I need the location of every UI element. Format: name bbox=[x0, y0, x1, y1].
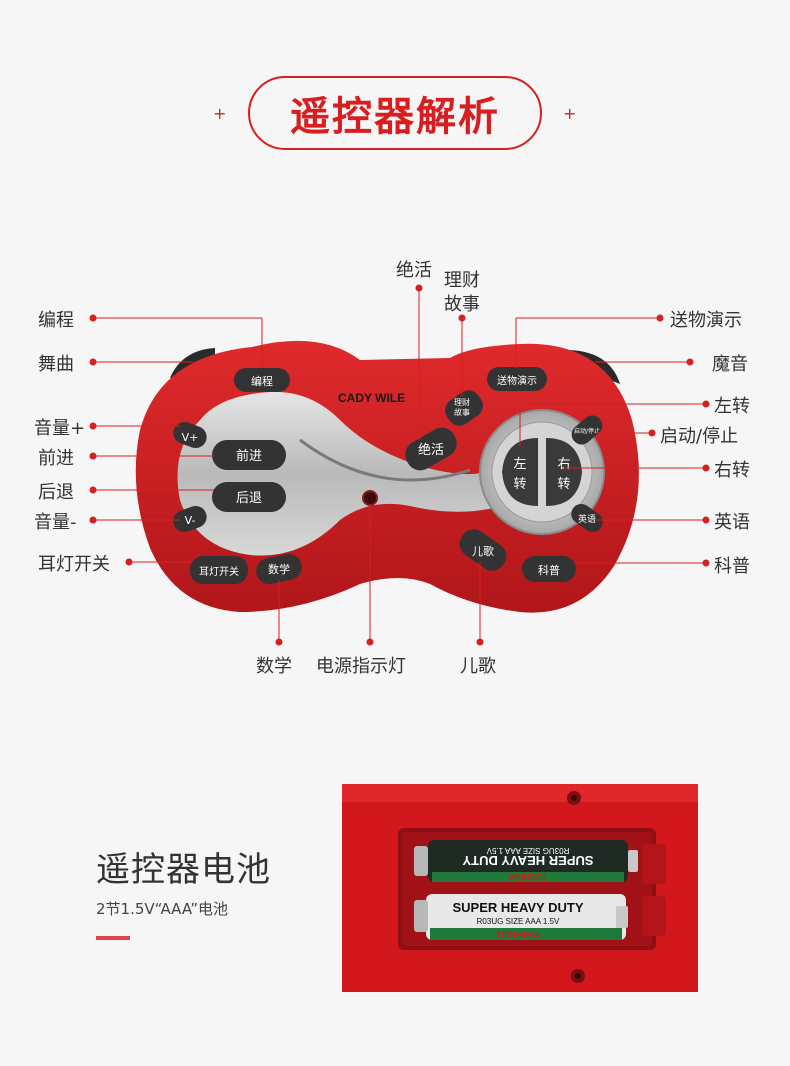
svg-text:转: 转 bbox=[557, 477, 570, 492]
nursery-button[interactable] bbox=[454, 524, 511, 576]
header-plus-left: + bbox=[213, 104, 227, 123]
callout-science: 科普 bbox=[714, 556, 750, 577]
svg-text:理财: 理财 bbox=[454, 397, 470, 407]
math-button[interactable] bbox=[254, 552, 304, 587]
svg-text:科普: 科普 bbox=[538, 563, 560, 577]
svg-text:左: 左 bbox=[513, 457, 526, 472]
backward-button[interactable] bbox=[212, 482, 286, 512]
header-pill: 遥控器解析 bbox=[248, 76, 542, 150]
callout-magic-sound: 魔音 bbox=[712, 354, 748, 375]
callout-forward: 前进 bbox=[38, 448, 74, 469]
callout-dance: 舞曲 bbox=[38, 354, 74, 375]
callout-nursery: 儿歌 bbox=[460, 656, 496, 677]
callout-math: 数学 bbox=[256, 656, 292, 677]
turn-right-button[interactable] bbox=[546, 438, 582, 506]
header-plus-right: + bbox=[563, 104, 577, 123]
callout-power-led: 电源指示灯 bbox=[316, 656, 406, 677]
battery-compartment-photo: SUPER HEAVY DUTY R03UG SIZE AAA 1.5V TOS… bbox=[342, 784, 698, 992]
send-demo-button[interactable] bbox=[487, 367, 547, 391]
svg-text:送物演示: 送物演示 bbox=[497, 374, 537, 387]
svg-text:后退: 后退 bbox=[236, 491, 262, 506]
callout-send-demo: 送物演示 bbox=[670, 310, 742, 331]
turn-left-button[interactable] bbox=[502, 438, 538, 506]
power-led bbox=[362, 490, 378, 506]
svg-text:SUPER HEAVY DUTY: SUPER HEAVY DUTY bbox=[462, 853, 593, 868]
svg-text:TOSHIBA: TOSHIBA bbox=[496, 930, 541, 941]
battery-title: 遥控器电池 bbox=[96, 850, 271, 890]
callout-finance-1: 理财 bbox=[444, 270, 480, 291]
callout-finance-2: 故事 bbox=[444, 294, 480, 315]
svg-text:绝活: 绝活 bbox=[418, 442, 444, 458]
svg-text:故事: 故事 bbox=[454, 407, 470, 417]
svg-text:转: 转 bbox=[513, 477, 526, 492]
svg-text:SUPER HEAVY DUTY: SUPER HEAVY DUTY bbox=[453, 900, 584, 915]
callout-turn-right: 右转 bbox=[714, 460, 750, 481]
program-button[interactable] bbox=[234, 368, 290, 392]
svg-text:儿歌: 儿歌 bbox=[472, 544, 494, 558]
callout-headlight: 耳灯开关 bbox=[38, 554, 110, 575]
battery-cell-2: SUPER HEAVY DUTY R03UG SIZE AAA 1.5V TOS… bbox=[414, 894, 628, 941]
battery-subtitle: 2节1.5V“AAA”电池 bbox=[96, 900, 229, 918]
callout-start-stop: 启动/停止 bbox=[660, 426, 739, 447]
svg-text:R03UG SIZE AAA 1.5V: R03UG SIZE AAA 1.5V bbox=[486, 846, 569, 855]
battery-cell-1: SUPER HEAVY DUTY R03UG SIZE AAA 1.5V TOS… bbox=[414, 840, 638, 882]
callout-turn-left: 左转 bbox=[714, 396, 750, 417]
finance-story-button[interactable] bbox=[440, 386, 487, 431]
callout-vol-down: 音量- bbox=[34, 512, 77, 533]
callout-program: 编程 bbox=[38, 310, 74, 331]
callout-vol-up: 音量+ bbox=[34, 418, 86, 439]
headlight-button[interactable] bbox=[190, 556, 248, 584]
svg-text:右: 右 bbox=[557, 457, 570, 472]
svg-text:编程: 编程 bbox=[251, 374, 273, 388]
vol-up-button[interactable] bbox=[170, 419, 209, 451]
svg-text:英语: 英语 bbox=[578, 513, 596, 525]
svg-text:R03UG SIZE AAA 1.5V: R03UG SIZE AAA 1.5V bbox=[477, 917, 560, 926]
vol-down-button[interactable] bbox=[170, 503, 209, 535]
silver-panel bbox=[177, 391, 520, 556]
start-stop-button[interactable] bbox=[568, 411, 607, 448]
svg-text:TOSHIBA: TOSHIBA bbox=[507, 872, 548, 882]
svg-text:V-: V- bbox=[185, 514, 196, 527]
brand-logo: CADY WILE bbox=[338, 391, 405, 405]
forward-button[interactable] bbox=[212, 440, 286, 470]
callout-english: 英语 bbox=[714, 512, 750, 533]
battery-underline bbox=[96, 936, 130, 940]
science-button[interactable] bbox=[522, 556, 576, 582]
stunt-button[interactable] bbox=[400, 423, 462, 476]
svg-text:数学: 数学 bbox=[268, 562, 290, 576]
svg-text:耳灯开关: 耳灯开关 bbox=[199, 565, 239, 578]
callout-backward: 后退 bbox=[38, 482, 74, 503]
leader-lines bbox=[89, 284, 710, 646]
svg-text:前进: 前进 bbox=[236, 448, 262, 464]
page-title: 遥控器解析 bbox=[290, 94, 500, 140]
callout-stunt: 绝活 bbox=[396, 260, 432, 281]
svg-text:启动/停止: 启动/停止 bbox=[574, 427, 600, 435]
remote-illustration: CADY WILE 左 转 右 转 前进 后退 V+ V- 编程 送物演示 理财… bbox=[89, 284, 710, 646]
svg-text:V+: V+ bbox=[182, 431, 199, 444]
english-button[interactable] bbox=[567, 500, 606, 536]
